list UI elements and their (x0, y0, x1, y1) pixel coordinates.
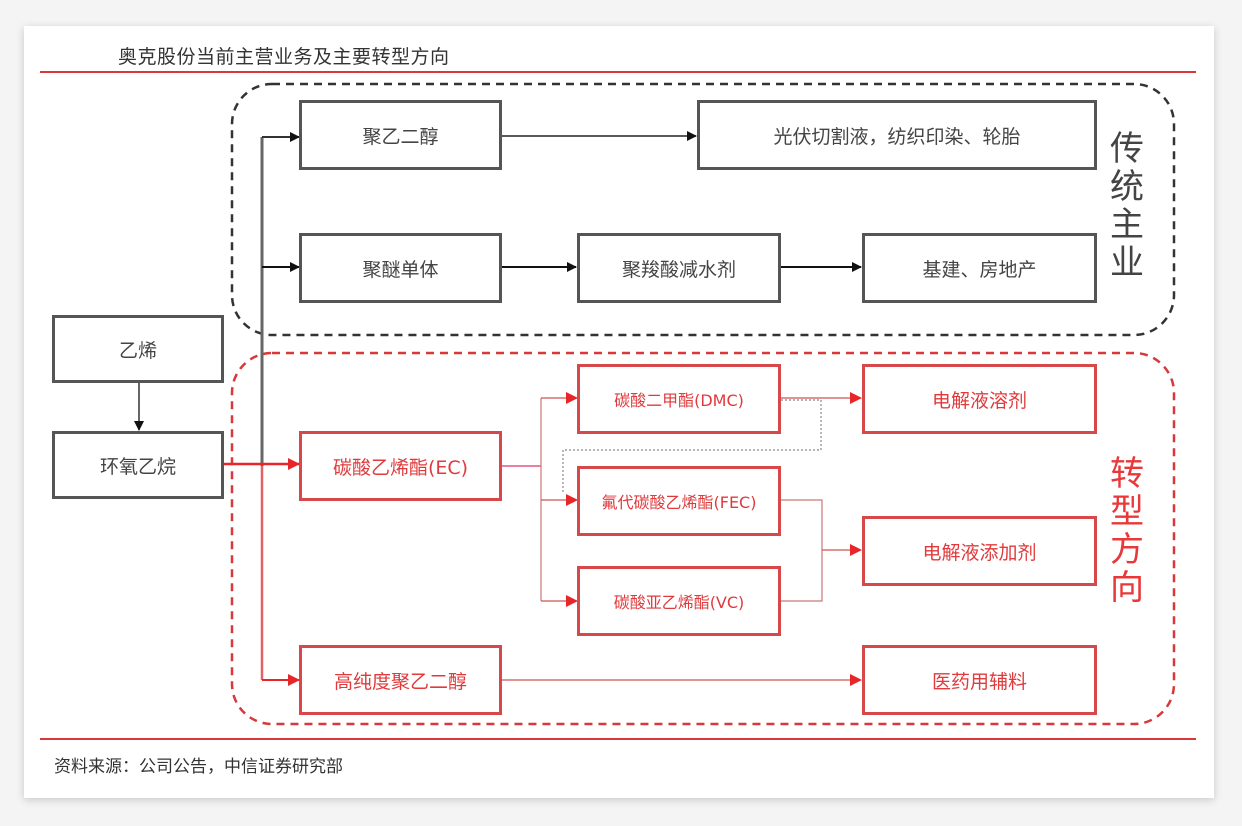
node-infrastructure: 基建、房地产 (862, 233, 1097, 303)
label-transformation: 转型方向 (1107, 455, 1147, 607)
node-polyether-monomer: 聚醚单体 (299, 233, 502, 303)
source-divider (40, 738, 1196, 740)
group-label-char: 业 (1110, 243, 1144, 283)
node-pharma-excipient: 医药用辅料 (862, 645, 1097, 715)
title-divider (40, 71, 1196, 73)
node-ec: 碳酸乙烯酯(EC) (299, 431, 502, 501)
group-label-char: 传 (1110, 129, 1144, 169)
node-peg-uses: 光伏切割液，纺织印染、轮胎 (697, 100, 1097, 170)
figure-title: 奥克股份当前主营业务及主要转型方向 (118, 46, 450, 68)
node-peg: 聚乙二醇 (299, 100, 502, 170)
node-ethylene: 乙烯 (52, 315, 224, 383)
node-dmc: 碳酸二甲酯(DMC) (577, 364, 781, 434)
traditional-group-border (230, 82, 1176, 337)
group-label-char: 统 (1110, 167, 1144, 207)
group-label-char: 转 (1110, 454, 1144, 494)
node-pce: 聚羧酸减水剂 (577, 233, 781, 303)
group-label-char: 向 (1110, 568, 1144, 608)
source-note: 资料来源：公司公告，中信证券研究部 (54, 757, 343, 777)
node-vc: 碳酸亚乙烯酯(VC) (577, 566, 781, 636)
node-electrolyte-solvent: 电解液溶剂 (862, 364, 1097, 434)
group-label-char: 型 (1110, 492, 1144, 532)
node-ethylene-oxide: 环氧乙烷 (52, 431, 224, 499)
group-label-char: 主 (1110, 205, 1144, 245)
edge-fec-vc-merge (781, 499, 823, 602)
group-label-char: 方 (1110, 530, 1144, 570)
node-fec: 氟代碳酸乙烯酯(FEC) (577, 466, 781, 536)
node-electrolyte-additive: 电解液添加剂 (862, 516, 1097, 586)
edge-dmc-fec-dotted (562, 399, 822, 492)
transformation-group-border (230, 351, 1176, 726)
label-traditional: 传统主业 (1107, 130, 1147, 282)
node-hp-peg: 高纯度聚乙二醇 (299, 645, 502, 715)
